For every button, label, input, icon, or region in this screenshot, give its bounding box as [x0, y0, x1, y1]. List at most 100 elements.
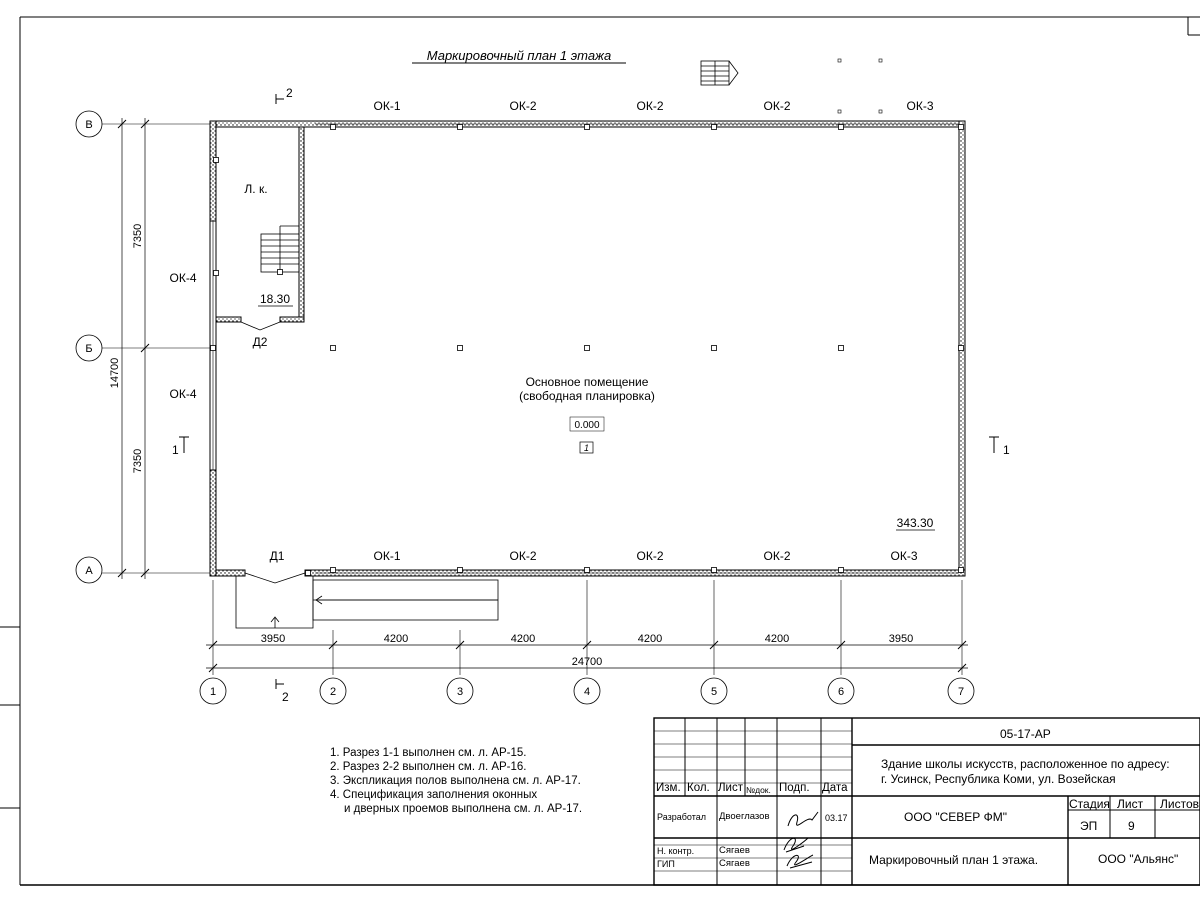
window-left-1: ОК-4 [170, 271, 197, 285]
dimension-tick [957, 640, 967, 650]
main-room-level: 0.000 [574, 420, 599, 431]
column-marker [584, 345, 590, 351]
window-bottom-5: ОК-3 [891, 549, 918, 563]
column-marker [838, 567, 844, 573]
axis-label-b: Б [85, 343, 92, 355]
tb-object-line2: г. Усинск, Республика Коми, ул. Возейска… [881, 772, 1116, 786]
section-mark-2-bottom [275, 679, 284, 689]
window-top-1: ОК-1 [374, 99, 401, 113]
column-marker [958, 567, 964, 573]
column-marker [958, 124, 964, 130]
signature-nkontr [783, 837, 809, 853]
main-room-area: 343.30 [897, 516, 934, 530]
axis-bubble-3: 3 [446, 677, 474, 705]
tb-sheet-title: Маркировочный план 1 этажа. [869, 853, 1039, 867]
dimension-tick [957, 663, 967, 673]
general-notes: 1. Разрез 1-1 выполнен см. л. АР-15. 2. … [330, 746, 582, 816]
axis-label-v: В [85, 119, 92, 131]
tb-razrabotal: Разработал [657, 812, 706, 822]
door-swings [240, 321, 306, 584]
title-block-grid [653, 717, 1200, 886]
signature-razrabotal [787, 811, 819, 827]
column-marker [330, 567, 336, 573]
note-4: 4. Спецификация заполнения оконных [330, 789, 538, 801]
dimension-tick [140, 568, 150, 578]
axis-label-4: 4 [584, 686, 590, 698]
column-markers [210, 124, 964, 576]
tb-listov-label: Листов [1160, 797, 1199, 811]
door-label-d2: Д2 [253, 335, 268, 349]
column-marker [305, 570, 311, 576]
dimension-tick [709, 640, 719, 650]
window-top-2: ОК-2 [510, 99, 537, 113]
axis-bubble-5: 5 [700, 677, 728, 705]
column-marker [210, 345, 216, 351]
section-mark-1-right [989, 436, 999, 453]
axis-bubble-a: А [75, 556, 103, 584]
tb-nkontr: Н. контр. [657, 846, 695, 856]
axis-bubble-6: 6 [827, 677, 855, 705]
axis-label-3: 3 [457, 686, 463, 698]
dim-h-6: 3950 [889, 633, 913, 645]
tb-gip-name: Сягаев [719, 858, 750, 869]
window-top-4: ОК-2 [764, 99, 791, 113]
section-label-1-right: 1 [1003, 443, 1010, 457]
section-mark-1-left [179, 436, 189, 453]
dim-v-2: 7350 [132, 449, 144, 473]
section-label-2-bottom: 2 [282, 690, 289, 704]
axis-label-2: 2 [330, 686, 336, 698]
column-marker [838, 124, 844, 130]
window-bottom-1: ОК-1 [374, 549, 401, 563]
note-3: 3. Экспликация полов выполнена см. л. АР… [330, 775, 581, 787]
dimension-tick [117, 568, 127, 578]
column-marker [838, 345, 844, 351]
main-room-number: 1 [584, 443, 589, 453]
tb-razrabotal-name: Двоеглазов [719, 811, 770, 822]
tb-header-kol: Кол. [687, 782, 710, 794]
dimension-tick [455, 640, 465, 650]
dimension-tick [328, 640, 338, 650]
tb-header-data: Дата [822, 782, 848, 794]
axis-bubble-b: Б [75, 334, 103, 362]
column-marker [277, 269, 283, 275]
main-room-name: Основное помещение [526, 375, 649, 389]
axis-label-7: 7 [958, 686, 964, 698]
dim-h-5: 4200 [765, 633, 789, 645]
tb-stadia: ЭП [1080, 819, 1098, 833]
sheet-frame [0, 16, 1200, 886]
tb-code: 05-17-АР [1000, 727, 1051, 741]
section-mark-2-top [275, 94, 284, 104]
plan-title: Маркировочный план 1 этажа [427, 48, 612, 63]
window-left-2: ОК-4 [170, 387, 197, 401]
dim-h-2: 4200 [384, 633, 408, 645]
note-1: 1. Разрез 1-1 выполнен см. л. АР-15. [330, 747, 527, 759]
column-marker [711, 124, 717, 130]
stair-flight [260, 225, 300, 273]
window-bottom-3: ОК-2 [637, 549, 664, 563]
window-top-3: ОК-2 [637, 99, 664, 113]
axis-bubble-2: 2 [319, 677, 347, 705]
dim-h-total: 24700 [572, 656, 603, 668]
dimension-tick [208, 640, 218, 650]
tb-header-ndoc: №док. [746, 785, 771, 795]
column-marker [213, 270, 219, 276]
tb-list-label: Лист [1117, 797, 1144, 811]
dim-v-total: 14700 [109, 358, 121, 389]
dimension-tick [117, 119, 127, 129]
column-marker [330, 124, 336, 130]
tb-header-podp: Подп. [779, 782, 810, 794]
axis-lines [100, 123, 963, 675]
axis-bubble-1: 1 [199, 677, 227, 705]
tb-header-list: Лист [718, 782, 743, 794]
axis-bubble-4: 4 [573, 677, 601, 705]
window-top-5: ОК-3 [907, 99, 934, 113]
dim-h-1: 3950 [261, 633, 285, 645]
column-marker [584, 567, 590, 573]
axis-bubble-7: 7 [947, 677, 975, 705]
column-marker [457, 124, 463, 130]
column-marker [330, 345, 336, 351]
tb-gip: ГИП [657, 859, 675, 869]
signature-gip [786, 854, 814, 869]
stair-room-name: Л. к. [244, 182, 267, 196]
